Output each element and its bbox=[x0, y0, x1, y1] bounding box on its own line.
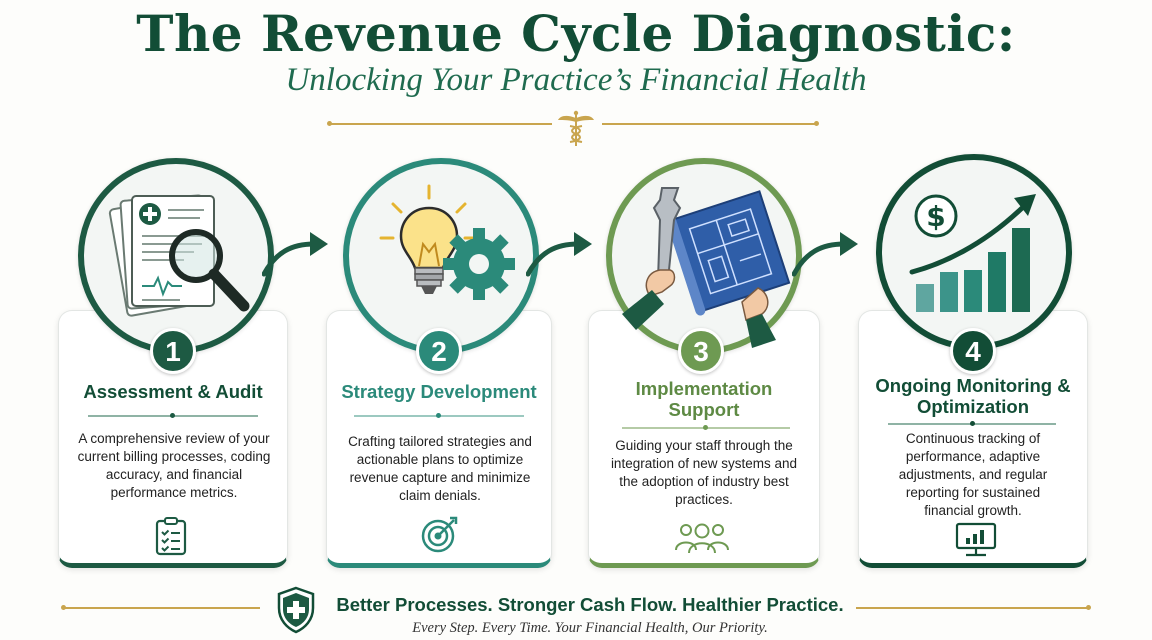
footer-divider-left bbox=[64, 607, 260, 609]
step-description-1: A comprehensive review of your current b… bbox=[77, 431, 271, 500]
page-subtitle: Unlocking Your Practice’s Financial Heal… bbox=[285, 62, 867, 98]
lightbulb-gear-icon bbox=[379, 184, 515, 300]
wrench-blueprint-icon bbox=[622, 187, 791, 348]
step-title-4: Ongoing Monitoring & Optimization bbox=[875, 375, 1071, 417]
footer-divider-right bbox=[856, 607, 1088, 609]
header-divider-dot bbox=[814, 121, 819, 126]
arrow-right-icon bbox=[262, 232, 328, 277]
team-people-icon bbox=[675, 523, 729, 554]
header-divider-left bbox=[330, 123, 552, 125]
step-separator-dot-1 bbox=[170, 413, 175, 418]
step-separator-dot-2 bbox=[436, 413, 441, 418]
clipboard-checklist-icon bbox=[155, 517, 187, 556]
footer-note: Every Step. Every Time. Your Financial H… bbox=[412, 620, 768, 636]
step-separator-dot-4 bbox=[970, 421, 975, 426]
step-number-badge-3: 3 bbox=[678, 328, 724, 374]
arrow-right-icon bbox=[792, 232, 858, 277]
shield-cross-icon bbox=[277, 586, 315, 634]
step-illustration-1 bbox=[78, 158, 274, 354]
monitor-chart-icon bbox=[955, 522, 997, 557]
target-arrow-icon bbox=[421, 516, 458, 553]
step-number-badge-2: 2 bbox=[416, 328, 462, 374]
dollar-growth-chart-icon: $ bbox=[909, 194, 1036, 312]
footer-divider-dot bbox=[1086, 605, 1091, 610]
footer-tagline: Better Processes. Stronger Cash Flow. He… bbox=[336, 594, 844, 615]
step-title-3: Implementation Support bbox=[635, 378, 773, 420]
step-description-4: Continuous tracking of performance, adap… bbox=[898, 431, 1048, 518]
document-magnifier-icon bbox=[108, 194, 250, 317]
step-number-badge-1: 1 bbox=[150, 328, 196, 374]
step-description-2: Crafting tailored strategies and actiona… bbox=[348, 434, 532, 503]
svg-text:$: $ bbox=[926, 200, 945, 233]
step-illustration-3 bbox=[606, 158, 802, 354]
footer-divider-dot bbox=[61, 605, 66, 610]
step-illustration-4: $ bbox=[876, 154, 1072, 350]
page-title: The Revenue Cycle Diagnostic: bbox=[136, 4, 1016, 63]
step-title-2: Strategy Development bbox=[341, 381, 537, 402]
step-title-1: Assessment & Audit bbox=[83, 381, 263, 402]
header-divider-right bbox=[602, 123, 816, 125]
arrow-right-icon bbox=[526, 232, 592, 277]
header-divider-dot bbox=[327, 121, 332, 126]
step-description-3: Guiding your staff through the integrati… bbox=[610, 438, 798, 507]
step-number-badge-4: 4 bbox=[950, 328, 996, 374]
step-separator-dot-3 bbox=[703, 425, 708, 430]
step-illustration-2 bbox=[343, 158, 539, 354]
caduceus-icon bbox=[558, 110, 594, 146]
